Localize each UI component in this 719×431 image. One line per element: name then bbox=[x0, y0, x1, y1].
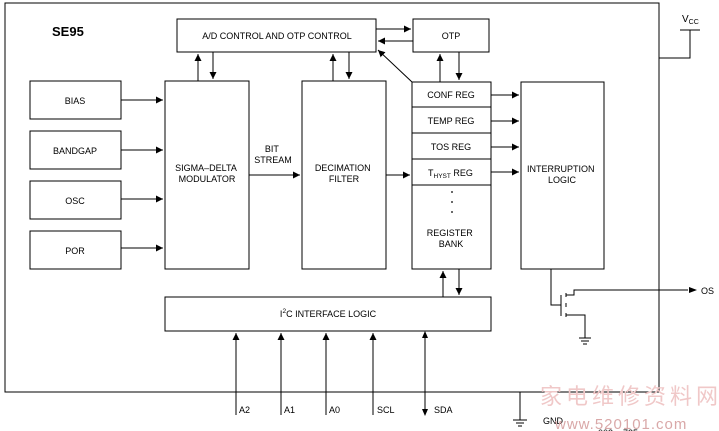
chip-name: SE95 bbox=[52, 24, 84, 39]
decimation-filter-block bbox=[301, 80, 387, 270]
osc-label: OSC bbox=[65, 196, 85, 206]
chip-outline bbox=[4, 2, 660, 393]
i2c-logic-block bbox=[164, 296, 492, 332]
i2c-logic-label: I2C INTERFACE LOGIC bbox=[280, 308, 377, 319]
otp-label: OTP bbox=[442, 31, 461, 41]
register-bank-block bbox=[411, 81, 492, 270]
tos-reg-label: TOS REG bbox=[431, 142, 471, 152]
conf-reg-label: CONF REG bbox=[427, 90, 475, 100]
bit-stream-label: BIT STREAM bbox=[254, 144, 292, 165]
bias-label: BIAS bbox=[65, 96, 86, 106]
a1-pin-label: A1 bbox=[284, 405, 295, 415]
otp-block bbox=[412, 18, 490, 53]
osc-block bbox=[29, 180, 122, 220]
temp-reg-label: TEMP REG bbox=[428, 116, 475, 126]
os-output-transistor bbox=[550, 269, 697, 345]
os-pin-label: OS bbox=[701, 286, 714, 296]
gnd-symbol bbox=[513, 392, 527, 427]
figure-code: 002aa725 bbox=[598, 428, 638, 431]
interruption-logic-block bbox=[520, 81, 605, 270]
svg-text:VCC: VCC bbox=[682, 14, 699, 26]
register-ellipsis bbox=[451, 191, 453, 213]
watermark-url: www.520101.com bbox=[554, 416, 687, 431]
thyst-reg-label: THYST REG bbox=[428, 168, 473, 180]
sda-arrow-up bbox=[422, 331, 428, 338]
adc-otp-control-block bbox=[176, 18, 377, 53]
regbank-to-ctrl-arrow bbox=[377, 49, 413, 83]
decimation-filter-label: DECIMATION FILTER bbox=[315, 163, 373, 184]
a2-pin-label: A2 bbox=[239, 405, 250, 415]
scl-pin-label: SCL bbox=[377, 405, 395, 415]
sigma-delta-block bbox=[164, 80, 250, 270]
por-block bbox=[29, 230, 122, 270]
bandgap-label: BANDGAP bbox=[53, 146, 97, 156]
sigma-delta-label: SIGMA–DELTA MODULATOR bbox=[175, 163, 239, 184]
vcc-pin: VCC bbox=[659, 14, 700, 59]
a0-pin-label: A0 bbox=[329, 405, 340, 415]
interruption-logic-label: INTERRUPTION LOGIC bbox=[527, 164, 597, 185]
por-label: POR bbox=[65, 246, 85, 256]
bandgap-block bbox=[29, 130, 122, 170]
register-bank-label: REGISTER BANK bbox=[427, 228, 476, 249]
adc-otp-control-label: A/D CONTROL AND OTP CONTROL bbox=[202, 31, 352, 41]
watermark-cn: 家电维修资料网 bbox=[540, 385, 719, 410]
gnd-pin-label: GND bbox=[543, 416, 564, 426]
sda-pin-label: SDA bbox=[434, 405, 453, 415]
sda-arrow-down bbox=[422, 409, 428, 416]
